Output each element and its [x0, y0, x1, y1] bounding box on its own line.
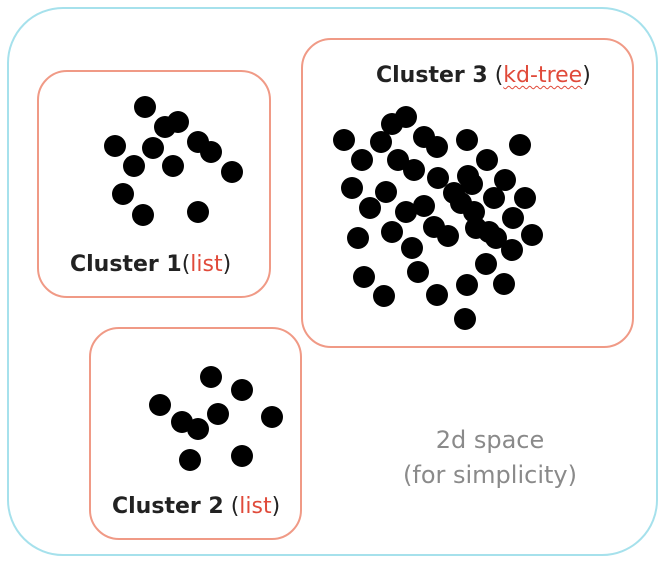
cluster-2-point: [231, 379, 253, 401]
cluster-1-point: [104, 135, 126, 157]
cluster-3-point: [485, 227, 507, 249]
cluster-1-point: [200, 141, 222, 163]
cluster-1-point: [112, 183, 134, 205]
cluster-3-point: [407, 261, 429, 283]
cluster-2-point: [207, 403, 229, 425]
cluster-3-point: [437, 225, 459, 247]
cluster-2-paren-open: (: [230, 494, 240, 519]
cluster-3-point: [475, 253, 497, 275]
cluster-2-point: [200, 366, 222, 388]
cluster-3-point: [461, 173, 483, 195]
cluster-3-point: [493, 273, 515, 295]
cluster-2-paren-close: ): [271, 494, 281, 519]
cluster-1-point: [134, 96, 156, 118]
cluster-1-paren-open: (: [181, 252, 191, 277]
cluster-3-point: [351, 149, 373, 171]
cluster-2-point: [231, 445, 253, 467]
cluster-3-name: Cluster 3: [376, 63, 488, 88]
cluster-3-structure: kd-tree: [503, 63, 583, 88]
cluster-1-point: [162, 155, 184, 177]
cluster-3-point: [521, 224, 543, 246]
cluster-3-point: [509, 134, 531, 156]
cluster-1-box: [37, 70, 271, 298]
cluster-3-point: [387, 149, 409, 171]
cluster-3-point: [463, 201, 485, 223]
cluster-3-point: [427, 167, 449, 189]
cluster-3-point: [456, 274, 478, 296]
cluster-1-point: [187, 201, 209, 223]
cluster-3-label: Cluster 3 (kd-tree): [376, 63, 591, 88]
cluster-3-point: [494, 169, 516, 191]
cluster-3-point: [483, 187, 505, 209]
cluster-3-paren-open: (: [494, 63, 504, 88]
cluster-3-point: [353, 266, 375, 288]
cluster-3-point: [476, 149, 498, 171]
cluster-3-point: [359, 197, 381, 219]
cluster-1-name: Cluster 1: [70, 252, 182, 277]
cluster-3-point: [341, 177, 363, 199]
cluster-1-point: [123, 155, 145, 177]
cluster-3-point: [347, 227, 369, 249]
space-note-line-1: 2d space: [435, 426, 545, 454]
cluster-2-point: [187, 418, 209, 440]
cluster-3-point: [413, 195, 435, 217]
cluster-3-paren-close: ): [582, 63, 591, 88]
cluster-3-point: [333, 129, 355, 151]
cluster-1-point: [142, 137, 164, 159]
cluster-3-point: [502, 207, 524, 229]
cluster-1-point: [221, 161, 243, 183]
cluster-2-point: [261, 406, 283, 428]
cluster-3-point: [426, 284, 448, 306]
cluster-3-point: [514, 187, 536, 209]
cluster-3-point: [381, 113, 403, 135]
2d-space-region: [7, 7, 658, 556]
cluster-3-point: [381, 221, 403, 243]
cluster-3-point: [456, 129, 478, 151]
cluster-3-box: [301, 38, 634, 348]
cluster-1-point: [132, 204, 154, 226]
cluster-2-point: [179, 449, 201, 471]
cluster-3-point: [426, 136, 448, 158]
cluster-2-structure: list: [239, 494, 272, 519]
cluster-3-point: [370, 131, 392, 153]
cluster-3-point: [395, 201, 417, 223]
cluster-3-point: [403, 159, 425, 181]
space-note-line-2: (for simplicity): [403, 461, 577, 489]
cluster-3-point: [454, 308, 476, 330]
cluster-2-box: [89, 327, 302, 540]
cluster-1-point: [167, 111, 189, 133]
cluster-3-point: [375, 181, 397, 203]
cluster-1-label: Cluster 1(list): [70, 252, 231, 277]
cluster-3-point: [501, 239, 523, 261]
cluster-3-point: [373, 285, 395, 307]
cluster-2-name: Cluster 2: [112, 494, 224, 519]
cluster-1-paren-close: ): [222, 252, 232, 277]
cluster-2-label: Cluster 2 (list): [112, 494, 280, 519]
cluster-1-structure: list: [190, 252, 223, 277]
cluster-3-point: [401, 237, 423, 259]
cluster-2-point: [149, 394, 171, 416]
